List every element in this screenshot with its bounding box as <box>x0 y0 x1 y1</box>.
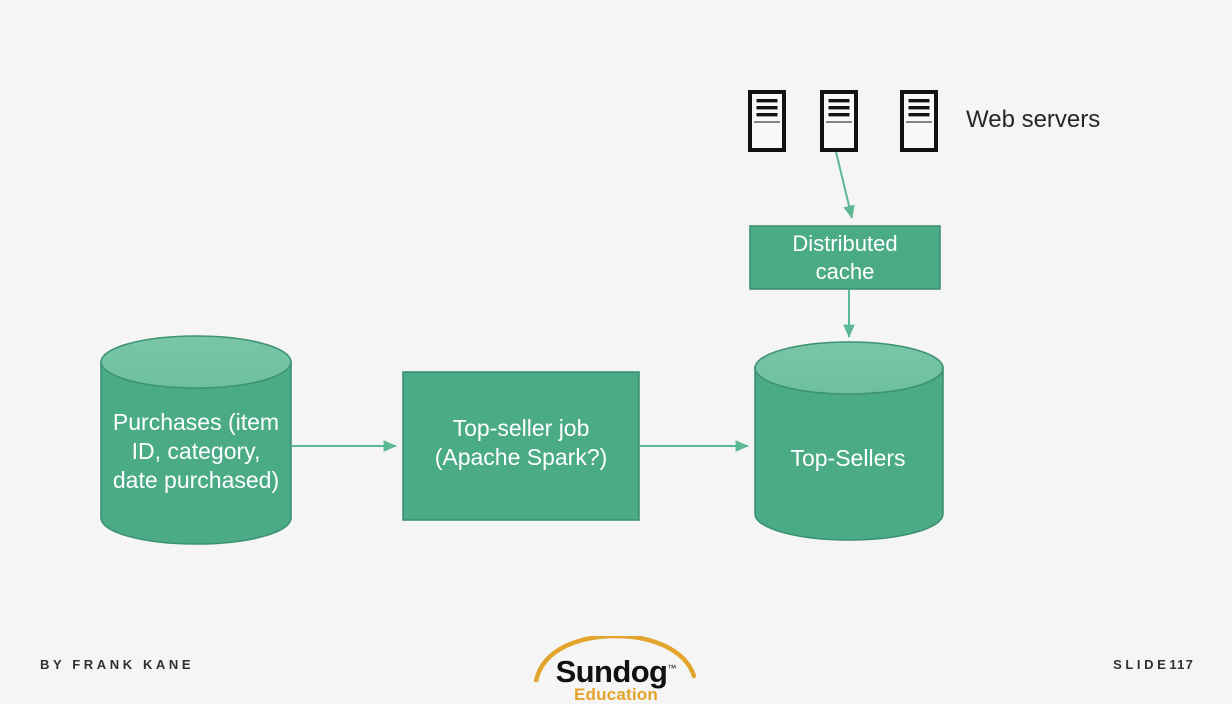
logo-subtitle: Education <box>574 685 658 704</box>
logo-wordmark: Sundog™ <box>533 656 699 687</box>
node-purchases <box>100 335 292 545</box>
logo-trademark: ™ <box>667 663 677 673</box>
web-servers-label: Web servers <box>966 106 1101 133</box>
edge-webservers-to-cache <box>835 151 855 219</box>
footer-slide-value: 117 <box>1169 657 1194 672</box>
footer-author: BY FRANK KANE <box>40 657 195 672</box>
node-top-seller-job <box>402 371 640 521</box>
server-icon-2 <box>820 90 858 152</box>
logo-arc-icon <box>533 636 697 682</box>
footer-slide-number: SLIDE117 <box>1113 657 1194 672</box>
logo-name: Sundog <box>555 654 668 689</box>
sundog-education-logo: Sundog™ Education <box>533 636 699 703</box>
footer-slide-word: SLIDE <box>1113 657 1170 672</box>
server-icon-1 <box>748 90 786 152</box>
server-icon-3 <box>900 90 938 152</box>
node-distributed-cache <box>749 225 941 290</box>
node-top-sellers <box>754 341 944 541</box>
